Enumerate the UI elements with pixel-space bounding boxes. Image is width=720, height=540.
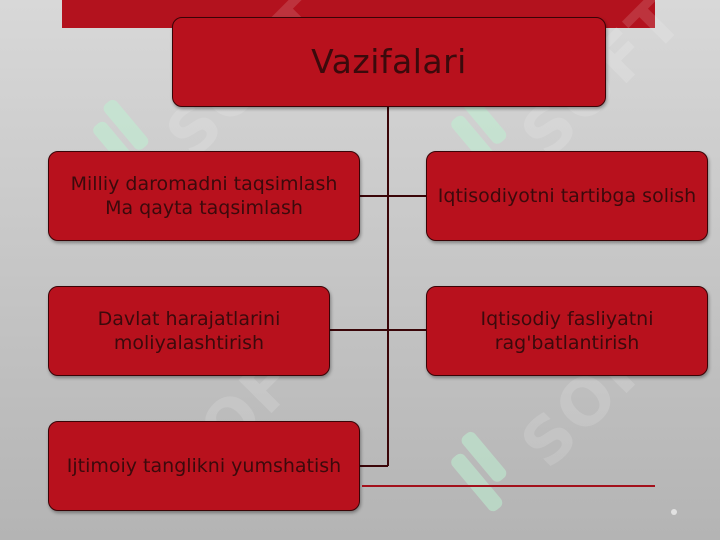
diagram-title-node: Vazifalari — [172, 17, 606, 107]
node-box: Milliy daromadni taqsimlash Ma qayta taq… — [48, 151, 360, 241]
slide-dot-icon — [671, 509, 677, 515]
node-label: Ijtimoiy tanglikni yumshatish — [66, 455, 342, 477]
node-box: Davlat harajatlarini moliyalashtirish — [48, 286, 330, 376]
node-label: Iqtisodiy fasliyatni rag'batlantirish — [480, 308, 654, 354]
node-label: Milliy daromadni taqsimlash Ma qayta taq… — [70, 173, 338, 219]
node-box: Ijtimoiy tanglikni yumshatish — [48, 421, 360, 511]
node-label: Davlat harajatlarini moliyalashtirish — [97, 308, 281, 354]
node-box: Iqtisodiyotni tartibga solish — [426, 151, 708, 241]
node-label: Iqtisodiyotni tartibga solish — [437, 185, 697, 207]
decorative-underline — [362, 485, 655, 487]
diagram-title: Vazifalari — [311, 42, 467, 81]
node-box: Iqtisodiy fasliyatni rag'batlantirish — [426, 286, 708, 376]
